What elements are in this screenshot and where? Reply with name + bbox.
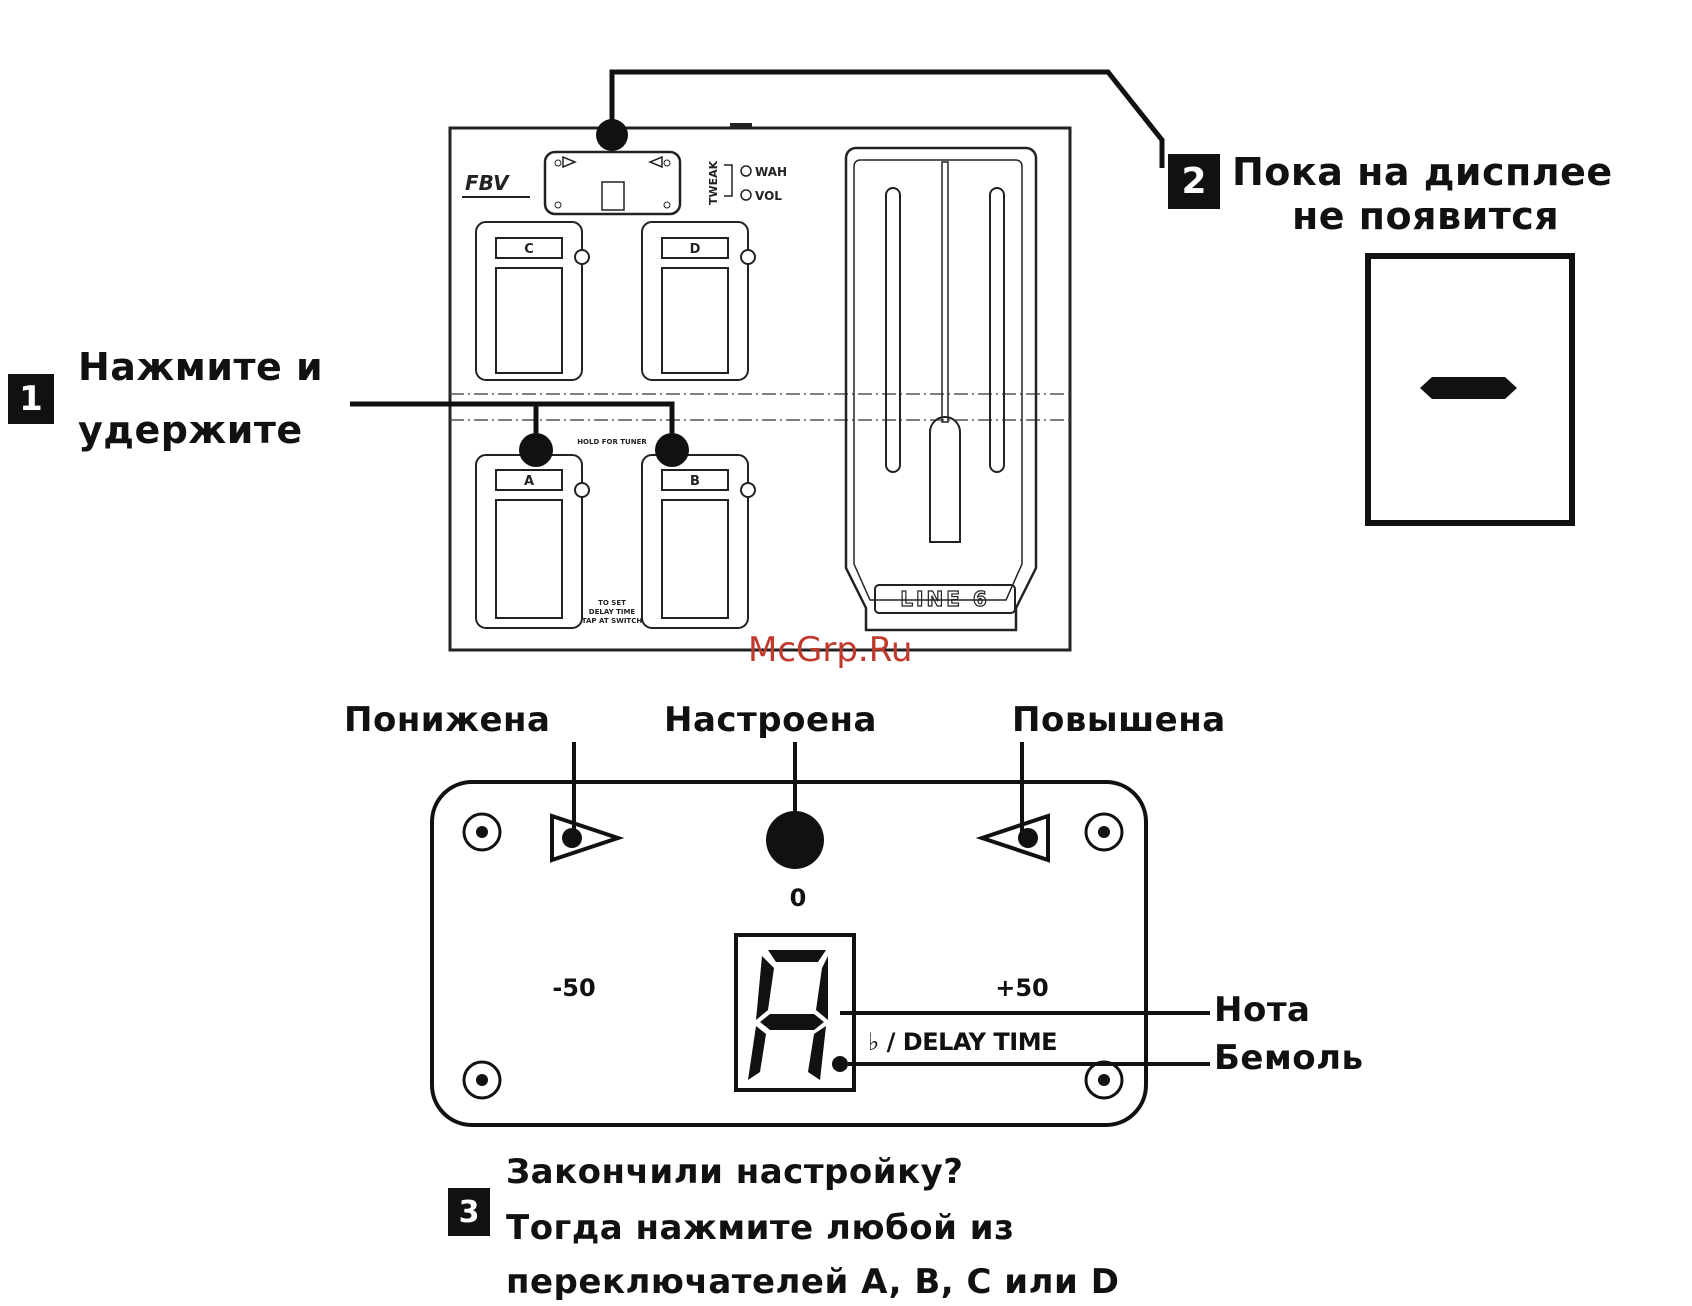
switch-a-callout-dot: [519, 433, 553, 467]
flat-dot-indicator: [832, 1056, 848, 1072]
tweak-label: TWEAK: [707, 160, 720, 205]
tap-text-1: TO SET: [598, 599, 626, 607]
step-1-badge: 1: [8, 374, 54, 424]
screw-icon-bottom-right: [1086, 1062, 1122, 1098]
vol-led-icon: [741, 190, 751, 200]
flat-delay-label: ♭ / DELAY TIME: [868, 1028, 1057, 1056]
switch-d-label: D: [690, 242, 701, 257]
step-3-line2: Тогда нажмите любой из: [506, 1208, 1014, 1248]
step-2-line2: не появится: [1292, 194, 1559, 238]
label-tuned: Настроена: [664, 700, 877, 740]
screw-icon-top-left: [464, 814, 500, 850]
tap-text-3: TAP AT SWITCH: [582, 617, 643, 625]
pedal-mini-display: [545, 152, 680, 214]
screw-icon-bottom-left: [464, 1062, 500, 1098]
switch-b-label: B: [690, 474, 700, 489]
dash-segment-icon: [1420, 377, 1517, 399]
tweak-wah: WAH: [755, 165, 787, 179]
switch-c-label: C: [524, 242, 534, 257]
display-callout-dot: [596, 119, 628, 151]
tuner-plus: +50: [995, 974, 1049, 1002]
tweak-vol: VOL: [755, 189, 782, 203]
step-1-line1: Нажмите и: [78, 345, 323, 389]
tuner-diagram: A 0 -50 +50 ♭ / DELAY TIME: [0, 690, 1692, 1130]
label-note: Нота: [1214, 990, 1310, 1030]
label-flat: Понижена: [344, 700, 550, 740]
switch-b-callout-dot: [655, 433, 689, 467]
label-sharp: Повышена: [1012, 700, 1226, 740]
hold-for-tuner-text: HOLD FOR TUNER: [577, 438, 647, 446]
in-tune-led-icon: [766, 811, 824, 869]
step-3-line1: Закончили настройку?: [506, 1152, 964, 1192]
fbv-logo: FBV: [465, 171, 510, 195]
expression-pedal[interactable]: LINE 6: [846, 148, 1036, 630]
step-2-badge: 2: [1168, 154, 1220, 209]
step-1-line2: удержите: [78, 408, 303, 452]
label-flat-indicator: Бемоль: [1214, 1038, 1364, 1078]
watermark: McGrp.Ru: [748, 630, 912, 670]
switch-a-label: A: [524, 474, 534, 489]
wah-led-icon: [741, 166, 751, 176]
pedal-board: [450, 128, 1070, 650]
line6-logo: LINE 6: [900, 587, 989, 611]
tap-text-2: DELAY TIME: [589, 608, 636, 616]
tuner-minus: -50: [552, 974, 595, 1002]
screw-icon-top-right: [1086, 814, 1122, 850]
step-3-line3: переключателей A, B, C или D: [506, 1262, 1119, 1302]
step-3-badge: 3: [448, 1188, 490, 1236]
tuner-zero: 0: [790, 884, 807, 912]
step-2-line1: Пока на дисплее: [1232, 150, 1613, 194]
